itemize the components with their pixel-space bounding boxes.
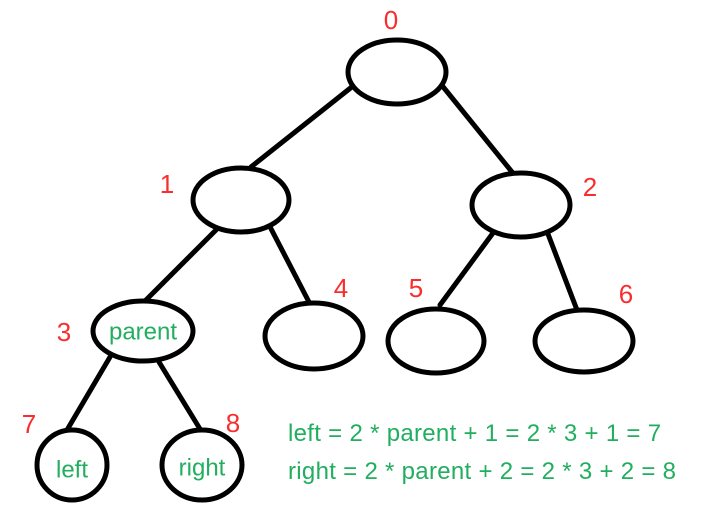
tree-edge-0-1	[248, 83, 356, 170]
tree-edge-3-8	[156, 359, 203, 432]
node-index-label-5: 5	[409, 273, 423, 303]
node-index-label-6: 6	[619, 279, 633, 309]
tree-edge-0-2	[437, 80, 515, 175]
tree-node-6	[532, 307, 636, 375]
tree-node-0	[345, 37, 449, 107]
node-index-label-4: 4	[334, 273, 348, 303]
node-index-label-7: 7	[22, 409, 36, 439]
node-index-label-3: 3	[57, 317, 71, 347]
tree-node-5	[385, 306, 487, 376]
tree-edge-2-5	[437, 230, 496, 308]
tree-node-8	[159, 427, 245, 503]
node-index-label-2: 2	[583, 172, 597, 202]
tree-edge-3-7	[64, 354, 113, 433]
node-inner-label-left: left	[56, 457, 88, 484]
tree-node-3	[90, 298, 196, 364]
node-index-label-8: 8	[226, 408, 240, 438]
formula-right-child: right = 2 * parent + 2 = 2 * 3 + 2 = 8	[288, 458, 677, 485]
tree-node-4	[262, 300, 366, 372]
tree-edge-2-6	[545, 231, 580, 313]
tree-node-2	[469, 170, 573, 240]
node-index-label-1: 1	[160, 169, 174, 199]
tree-node-1	[190, 165, 292, 235]
node-inner-label-parent: parent	[109, 319, 177, 346]
node-index-label-0: 0	[384, 5, 398, 35]
tree-edge-1-4	[264, 218, 313, 307]
tree-node-7	[34, 427, 110, 503]
formula-left-child: left = 2 * parent + 1 = 2 * 3 + 1 = 7	[288, 420, 662, 447]
tree-edge-1-3	[143, 224, 222, 303]
node-inner-label-right: right	[179, 455, 226, 482]
